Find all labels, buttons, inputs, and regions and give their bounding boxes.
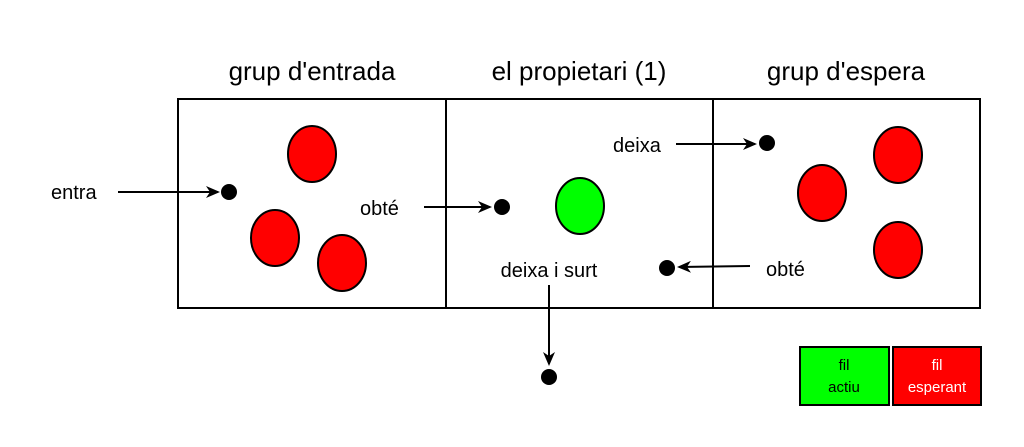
enter-label: entra	[51, 182, 97, 204]
active-thread	[555, 177, 605, 235]
wait-set-title: grup d'espera	[767, 56, 926, 86]
entry-set-title: grup d'entrada	[229, 56, 396, 86]
legend-waiting-label-2: esperant	[908, 379, 967, 396]
wait-set-thread	[797, 164, 847, 222]
owner-title: el propietari (1)	[492, 56, 667, 86]
legend-waiting-swatch	[892, 346, 982, 406]
release-exit-label: deixa i surt	[501, 260, 598, 282]
legend-active-swatch	[799, 346, 890, 406]
reacquire-arrow	[677, 260, 751, 273]
acquire-point	[494, 199, 510, 215]
entry-waiting-thread	[287, 125, 337, 183]
wait-set-thread	[873, 221, 923, 279]
legend-active-label-2: actiu	[828, 379, 860, 396]
wait-set-thread	[873, 126, 923, 184]
acquire-label: obté	[360, 198, 399, 220]
release-label: deixa	[613, 135, 662, 157]
entry-waiting-thread	[317, 234, 367, 292]
wait-set-box	[712, 98, 981, 309]
legend-waiting-label-1: fil	[932, 357, 943, 374]
entry-waiting-thread	[250, 209, 300, 267]
exit-point	[541, 369, 557, 385]
release-point	[759, 135, 775, 151]
reacquire-point	[659, 260, 675, 276]
enter-point	[221, 184, 237, 200]
legend-active-label-1: fil	[839, 357, 850, 374]
reacquire-label: obté	[766, 259, 805, 281]
